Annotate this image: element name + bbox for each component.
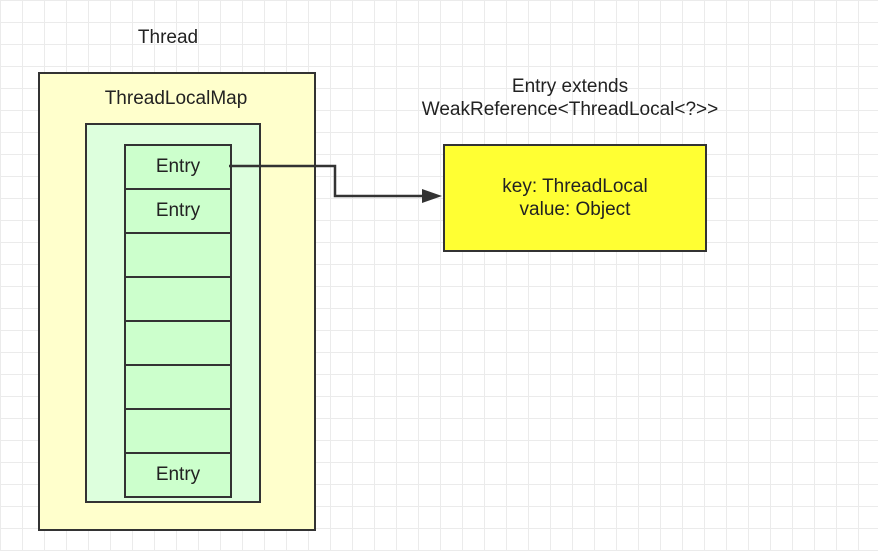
entry-class-box: key: ThreadLocal value: Object — [443, 144, 707, 252]
entry-table: Entry Entry Entry — [124, 144, 232, 498]
arrow-line — [229, 164, 424, 198]
entry-label: Entry — [155, 200, 201, 221]
arrow-head — [422, 189, 442, 203]
entry-row — [126, 366, 230, 410]
thread-title: Thread — [137, 27, 199, 48]
entry-row: Entry — [126, 454, 230, 498]
entry-row — [126, 322, 230, 366]
entry-value-line: value: Object — [519, 199, 631, 220]
entry-row — [126, 234, 230, 278]
entry-row — [126, 410, 230, 454]
entry-row — [126, 278, 230, 322]
entry-key-line: key: ThreadLocal — [502, 176, 648, 197]
entry-class-caption-line1: Entry extends — [511, 76, 629, 97]
entry-class-caption-line2: WeakReference<ThreadLocal<?>> — [421, 99, 719, 120]
entry-row: Entry — [126, 146, 230, 190]
thread-local-map-title: ThreadLocalMap — [104, 88, 248, 109]
entry-label: Entry — [155, 156, 201, 177]
entry-label: Entry — [155, 464, 201, 485]
entry-row: Entry — [126, 190, 230, 234]
